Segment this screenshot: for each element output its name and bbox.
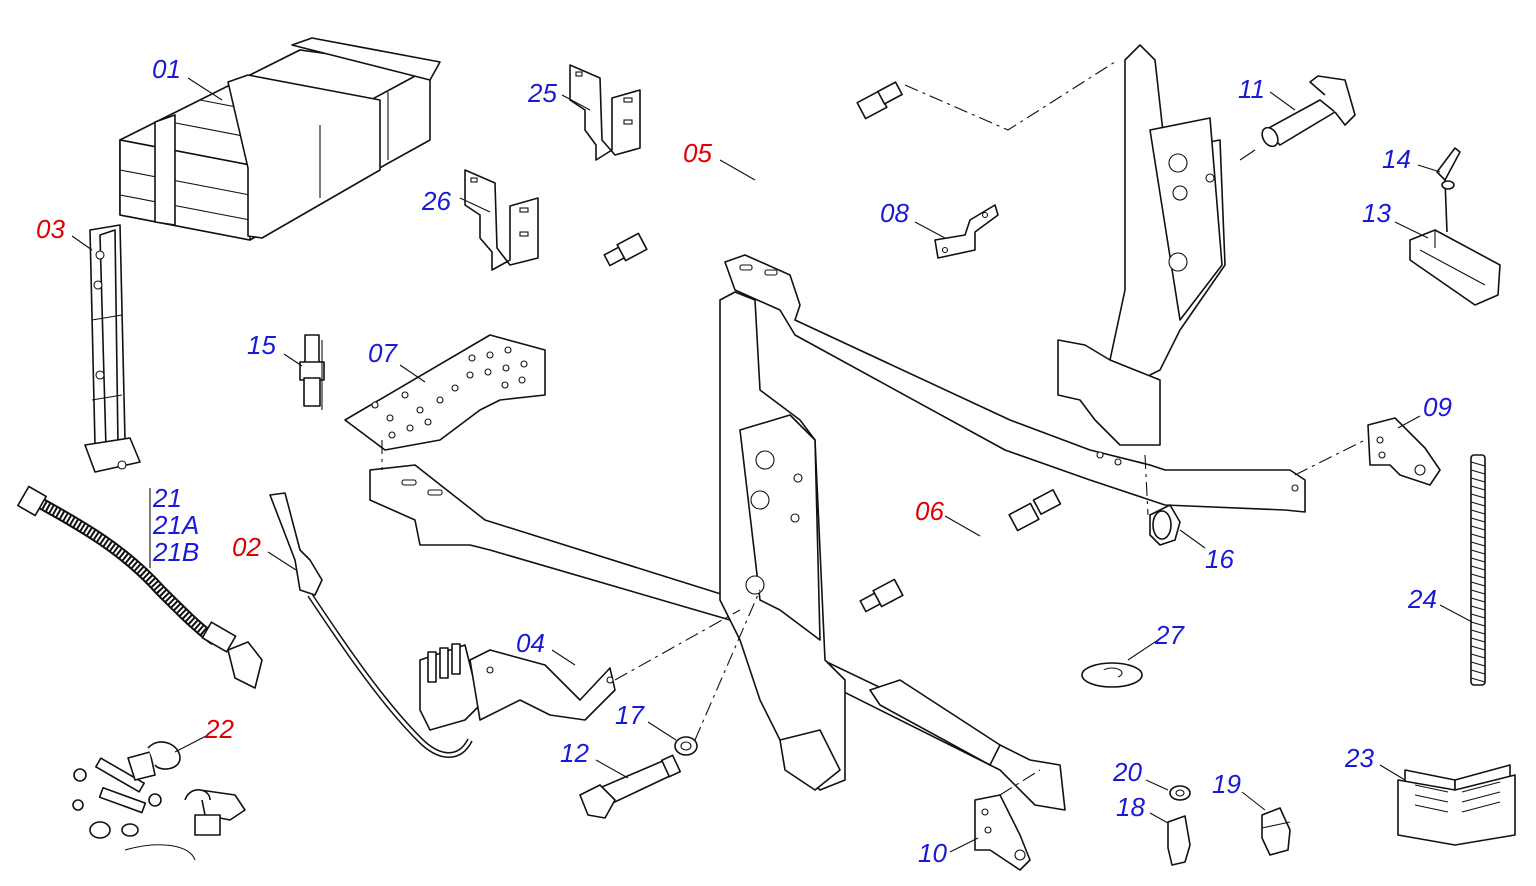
- part-25-bracket: [569, 64, 641, 161]
- part-16-bushing: [1149, 504, 1181, 546]
- label-23: 23: [1344, 743, 1374, 773]
- label-22: 22: [204, 714, 234, 744]
- part-01-crate: [119, 37, 441, 241]
- part-02-joystick-control: [269, 492, 481, 758]
- label-25: 25: [527, 78, 557, 108]
- label-05: 05: [683, 138, 712, 168]
- label-08: 08: [880, 198, 909, 228]
- part-06-hydraulic-pipe: [859, 488, 1062, 613]
- part-03-jack-stand: [84, 224, 141, 473]
- label-10: 10: [918, 838, 947, 868]
- part-23-manual-book-icon: [1397, 764, 1516, 846]
- part-14-clip: [1436, 147, 1461, 233]
- label-01: 01: [152, 54, 181, 84]
- label-17: 17: [615, 700, 645, 730]
- label-21a: 21A: [152, 510, 199, 540]
- label-27: 27: [1154, 620, 1185, 650]
- label-07: 07: [368, 338, 398, 368]
- label-21b: 21B: [152, 537, 199, 567]
- part-18-adapter: [1167, 815, 1191, 866]
- part-09-bracket: [1367, 417, 1441, 486]
- label-18: 18: [1116, 792, 1145, 822]
- label-13: 13: [1362, 198, 1391, 228]
- label-16: 16: [1205, 544, 1234, 574]
- part-17-nut: [674, 589, 761, 756]
- label-04: 04: [516, 628, 545, 658]
- part-12-pin: [579, 754, 682, 819]
- part-26-bracket: [464, 169, 539, 271]
- label-20: 20: [1112, 757, 1142, 787]
- part-04-valve-bracket: [469, 609, 741, 721]
- label-02: 02: [232, 532, 261, 562]
- part-10-bracket: [974, 769, 1041, 871]
- leader-lines: [71, 77, 1473, 853]
- part-20-nut: [1169, 785, 1191, 801]
- part-labels: 01 25 05 26 08 11 14 13 03 15 07 09 21 2…: [36, 54, 1452, 868]
- label-14: 14: [1382, 144, 1411, 174]
- frame-center-upright: [719, 291, 846, 791]
- frame-left-arm: [369, 440, 1066, 811]
- part-05-hydraulic-pipe: [603, 59, 1119, 267]
- part-13-channel: [1409, 229, 1501, 306]
- label-21: 21: [152, 483, 182, 513]
- part-27-washer: [1081, 662, 1143, 688]
- label-06: 06: [915, 496, 944, 526]
- label-15: 15: [247, 330, 276, 360]
- part-22-hardware-kit: [72, 741, 246, 861]
- label-19: 19: [1212, 769, 1241, 799]
- part-24-spiral-wrap: [1470, 454, 1486, 686]
- label-12: 12: [560, 738, 589, 768]
- label-11: 11: [1238, 74, 1265, 104]
- part-07-step-plate: [344, 334, 546, 451]
- part-08-plate: [934, 204, 999, 259]
- part-11-lynch-pin: [1239, 75, 1356, 161]
- label-09: 09: [1423, 392, 1452, 422]
- label-24: 24: [1407, 584, 1437, 614]
- part-21-hose: [17, 485, 263, 689]
- frame-right-assembly: [724, 44, 1366, 516]
- label-26: 26: [421, 186, 451, 216]
- part-19-fitting: [1261, 807, 1291, 856]
- label-03: 03: [36, 214, 65, 244]
- part-15-bolt: [299, 334, 325, 410]
